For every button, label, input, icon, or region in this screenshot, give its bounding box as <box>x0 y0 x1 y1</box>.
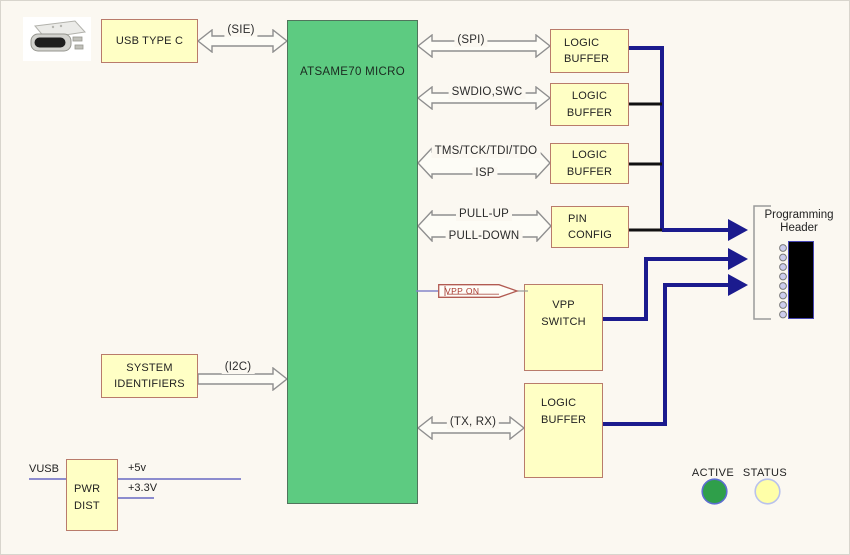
bus-label-swd: SWDIO,SWC <box>448 86 526 99</box>
bus-arrow-i2c <box>198 367 287 391</box>
programming-header-label: Programming Header <box>764 209 834 234</box>
bus-label-pull-down: PULL-DOWN <box>445 230 523 243</box>
usb-type-c-photo <box>23 17 91 61</box>
power-label-vusb: VUSB <box>29 463 59 475</box>
bus-label-pull-up: PULL-UP <box>456 208 512 221</box>
power-label-3v3: +3.3V <box>128 482 158 494</box>
power-label-5v: +5v <box>128 462 147 474</box>
block-pwr-dist: PWR DIST <box>66 459 118 531</box>
status-led-icon <box>754 478 781 505</box>
bus-label-i2c: (I2C) <box>221 361 255 374</box>
vpp-on-flag <box>416 284 528 298</box>
micro-label: ATSAME70 MICRO <box>300 66 405 78</box>
block-system-identifiers: SYSTEM IDENTIFIERS <box>101 354 198 398</box>
bus-label-txrx: (TX, RX) <box>446 416 500 429</box>
active-led-label: ACTIVE <box>691 467 735 479</box>
bus-label-isp: ISP <box>472 167 498 180</box>
block-logic-buffer-uart: LOGIC BUFFER <box>524 383 603 478</box>
block-pin-config: PIN CONFIG <box>551 206 629 248</box>
block-atsame70-micro <box>287 20 418 504</box>
block-logic-buffer-jtag: LOGIC BUFFER <box>550 143 629 184</box>
block-vpp-switch: VPP SWITCH <box>524 284 603 371</box>
block-logic-buffer-spi: LOGIC BUFFER <box>550 29 629 73</box>
block-label: USB TYPE C <box>115 34 184 47</box>
status-led-label: STATUS <box>742 467 788 479</box>
vpp-on-label: VPP ON <box>445 286 480 296</box>
block-logic-buffer-swd: LOGIC BUFFER <box>550 83 629 126</box>
bus-label-sie: (SIE) <box>224 24 258 37</box>
bus-arrow-sie <box>198 29 287 53</box>
block-usb-type-c: USB TYPE C <box>101 19 198 63</box>
programming-header-pins <box>779 244 787 319</box>
bus-label-spi: (SPI) <box>454 34 488 47</box>
programming-header-bracket <box>753 205 771 320</box>
bus-label-jtag: TMS/TCK/TDI/TDO <box>431 145 541 158</box>
programming-header-connector <box>788 241 814 319</box>
active-led-icon <box>701 478 728 505</box>
